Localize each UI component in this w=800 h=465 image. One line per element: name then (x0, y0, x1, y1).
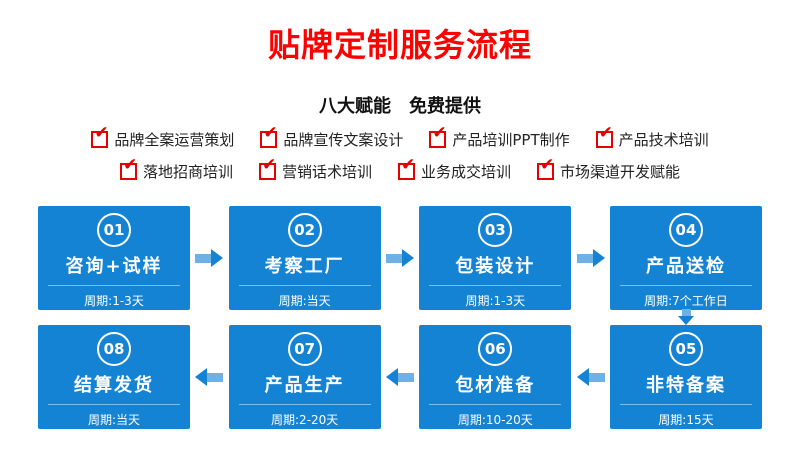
step-box-05: 05 非特备案 周期:15天 (609, 325, 762, 429)
page-title: 贴牌定制服务流程 (267, 26, 532, 64)
check-glyph: ✔ (122, 155, 138, 175)
benefit-label: 业务成交培训 (421, 163, 512, 181)
step-title: 咨询+试样 (65, 256, 163, 277)
step-title: 非特备案 (645, 375, 726, 396)
divider (429, 285, 562, 286)
step-box-06: 06 包材准备 周期:10-20天 (419, 325, 572, 429)
benefit-label: 营销话术培训 (281, 163, 372, 181)
benefit-label: 落地招商培训 (142, 163, 233, 181)
step-number-badge: 06 (478, 332, 513, 366)
arrow-left-icon (576, 368, 605, 386)
check-glyph: ✔ (401, 155, 416, 175)
step-period: 周期:2-20天 (271, 413, 339, 427)
benefit-label: 品牌全案运营策划 (114, 131, 235, 149)
step-number-badge: 08 (97, 332, 131, 366)
step-box-03: 03 包装设计 周期:1-3天 (419, 206, 572, 310)
arrow-left-icon (195, 368, 224, 386)
benefit-item: ✔ 市场渠道开发赋能 (537, 157, 681, 182)
benefit-item: ✔ 产品技术培训 (595, 125, 709, 150)
step-title: 结算发货 (74, 375, 154, 396)
step-period: 周期:1-3天 (84, 294, 144, 308)
step-number-badge: 01 (97, 213, 131, 247)
benefit-item: ✔ 品牌全案运营策划 (91, 125, 235, 150)
step-box-04: 04 产品送检 周期:7个工作日 (609, 206, 762, 310)
benefit-label: 品牌宣传文案设计 (283, 131, 404, 149)
benefit-item: ✔ 业务成交培训 (398, 157, 512, 182)
step-number-badge: 03 (478, 213, 513, 247)
step-period: 周期:当天 (87, 413, 141, 427)
check-glyph: ✔ (263, 123, 278, 143)
checkbox-icon: ✔ (260, 125, 278, 148)
step-period: 周期:当天 (278, 294, 331, 308)
benefit-item: ✔ 品牌宣传文案设计 (260, 125, 404, 150)
step-number-badge: 04 (668, 213, 703, 247)
benefits-row-2: ✔ 落地招商培训 ✔ 营销话术培训 ✔ 业务成交培训 ✔ 市场渠道开发赋能 (20, 157, 780, 182)
step-title: 包材准备 (455, 375, 536, 396)
divider (429, 404, 562, 405)
benefit-label: 产品技术培训 (618, 131, 709, 149)
divider (619, 404, 752, 405)
benefits-row-1: ✔ 品牌全案运营策划 ✔ 品牌宣传文案设计 ✔ 产品培训PPT制作 ✔ 产品技术… (20, 125, 780, 150)
flow-row-top: 01 咨询+试样 周期:1-3天 02 考察工厂 周期:当天 03 包装设计 周… (38, 206, 762, 310)
step-number-badge: 02 (287, 213, 322, 247)
step-title: 包装设计 (455, 256, 536, 277)
checkbox-icon: ✔ (429, 125, 447, 148)
step-title: 考察工厂 (264, 256, 345, 277)
divider (48, 404, 180, 405)
checkbox-icon: ✔ (537, 157, 554, 180)
benefit-label: 产品培训PPT制作 (452, 131, 570, 149)
benefit-item: ✔ 落地招商培训 (119, 157, 233, 182)
step-box-07: 07 产品生产 周期:2-20天 (228, 325, 381, 429)
check-glyph: ✔ (94, 123, 109, 143)
arrow-right-icon (385, 249, 414, 267)
check-glyph: ✔ (432, 123, 447, 143)
checkbox-icon: ✔ (119, 157, 137, 180)
step-title: 产品送检 (645, 256, 726, 277)
benefit-item: ✔ 产品培训PPT制作 (429, 125, 570, 150)
check-glyph: ✔ (540, 155, 555, 175)
divider (619, 285, 752, 286)
step-number-badge: 07 (287, 332, 322, 366)
arrow-right-icon (576, 249, 605, 267)
step-title: 产品生产 (264, 375, 345, 396)
benefits-section: ✔ 品牌全案运营策划 ✔ 品牌宣传文案设计 ✔ 产品培训PPT制作 ✔ 产品技术… (20, 125, 780, 182)
benefit-item: ✔ 营销话术培训 (258, 157, 372, 182)
step-box-02: 02 考察工厂 周期:当天 (228, 206, 381, 310)
step-period: 周期:15天 (658, 413, 714, 427)
step-box-01: 01 咨询+试样 周期:1-3天 (38, 206, 190, 310)
benefit-label: 市场渠道开发赋能 (560, 163, 681, 181)
step-box-08: 08 结算发货 周期:当天 (38, 325, 190, 429)
step-period: 周期:1-3天 (465, 294, 526, 308)
arrow-left-icon (385, 368, 414, 386)
checkbox-icon: ✔ (91, 125, 109, 148)
checkbox-icon: ✔ (595, 125, 613, 148)
check-glyph: ✔ (598, 123, 613, 143)
arrow-right-icon (195, 249, 224, 267)
step-number-badge: 05 (668, 332, 703, 366)
checkbox-icon: ✔ (258, 157, 276, 180)
step-period: 周期:10-20天 (457, 413, 533, 427)
divider (238, 285, 371, 286)
arrow-down-icon (678, 309, 694, 325)
checkbox-icon: ✔ (398, 157, 415, 180)
divider (238, 404, 371, 405)
divider (48, 285, 180, 286)
page-subtitle: 八大赋能 免费提供 (319, 96, 481, 117)
step-period: 周期:7个工作日 (644, 294, 728, 308)
flow-gap (38, 309, 762, 325)
process-flow-diagram: 01 咨询+试样 周期:1-3天 02 考察工厂 周期:当天 03 包装设计 周… (38, 206, 762, 429)
flow-row-bottom: 08 结算发货 周期:当天 07 产品生产 周期:2-20天 06 包材准备 周… (38, 325, 762, 429)
check-glyph: ✔ (261, 155, 277, 175)
